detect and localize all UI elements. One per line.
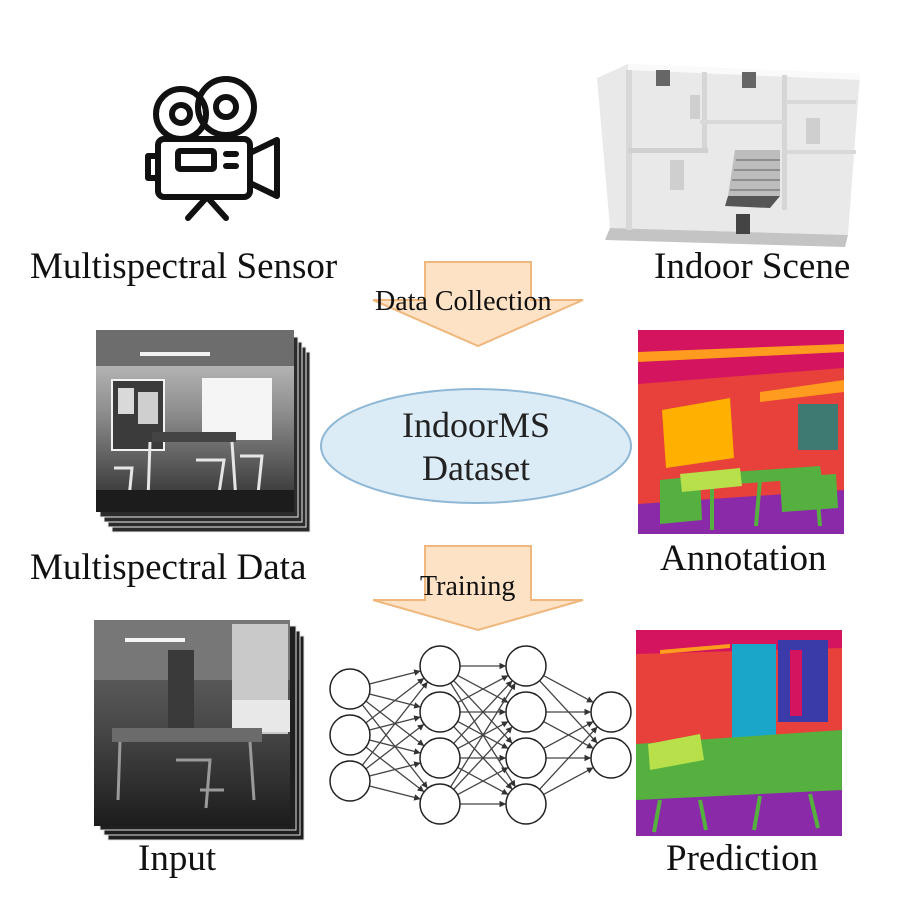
floorplan-house-icon bbox=[597, 64, 860, 247]
nn-node-layer3-4 bbox=[505, 783, 547, 825]
nn-connection bbox=[543, 674, 594, 704]
nn-node-layer2-3 bbox=[419, 737, 461, 779]
training-label: Training bbox=[420, 571, 516, 602]
prediction-label: Prediction bbox=[666, 838, 819, 879]
nn-connection bbox=[361, 681, 429, 766]
nn-node-layer1-2 bbox=[329, 714, 371, 756]
annotation-label: Annotation bbox=[660, 538, 827, 579]
nn-connection bbox=[457, 674, 509, 704]
nn-node-layer2-2 bbox=[419, 691, 461, 733]
nn-connection bbox=[453, 680, 513, 744]
nn-connection bbox=[369, 761, 421, 777]
input-label: Input bbox=[138, 838, 217, 879]
nn-node-layer2-1 bbox=[419, 645, 461, 687]
neural-network bbox=[329, 645, 632, 825]
nn-node-layer3-3 bbox=[505, 737, 547, 779]
indoor-scene-label: Indoor Scene bbox=[654, 246, 851, 287]
input-image bbox=[94, 620, 305, 841]
nn-connection bbox=[457, 766, 509, 796]
nn-node-layer4-2 bbox=[590, 737, 632, 779]
nn-node-layer3-2 bbox=[505, 691, 547, 733]
nn-connection bbox=[369, 785, 421, 801]
data-collection-label: Data Collection bbox=[375, 286, 552, 317]
nn-connection bbox=[365, 723, 425, 770]
data-collection-arrow bbox=[372, 261, 584, 348]
training-arrow bbox=[372, 545, 584, 632]
multispectral-data-label: Multispectral Data bbox=[30, 547, 307, 588]
multispectral-sensor-label: Multispectral Sensor bbox=[30, 246, 338, 287]
nn-connection bbox=[365, 677, 425, 724]
nn-connection bbox=[450, 682, 516, 788]
nn-node-layer1-1 bbox=[329, 668, 371, 710]
nn-node-layer4-1 bbox=[590, 691, 632, 733]
dataset-title: IndoorMS Dataset bbox=[376, 404, 576, 490]
movie-camera-icon bbox=[145, 76, 280, 221]
dataset-title-line2: Dataset bbox=[422, 448, 530, 489]
prediction-image bbox=[636, 630, 842, 836]
multispectral-data-image bbox=[96, 330, 311, 533]
dataset-title-line1: IndoorMS bbox=[401, 405, 550, 445]
annotation-image bbox=[638, 330, 844, 534]
nn-connection bbox=[539, 726, 598, 790]
nn-node-layer1-3 bbox=[329, 760, 371, 802]
nn-connection bbox=[453, 726, 513, 790]
nn-connection bbox=[543, 720, 594, 750]
nn-connection bbox=[543, 766, 594, 796]
dataset-ellipse bbox=[320, 388, 632, 504]
nn-connection bbox=[369, 669, 421, 685]
nn-node-layer3-1 bbox=[505, 645, 547, 687]
nn-node-layer2-4 bbox=[419, 783, 461, 825]
